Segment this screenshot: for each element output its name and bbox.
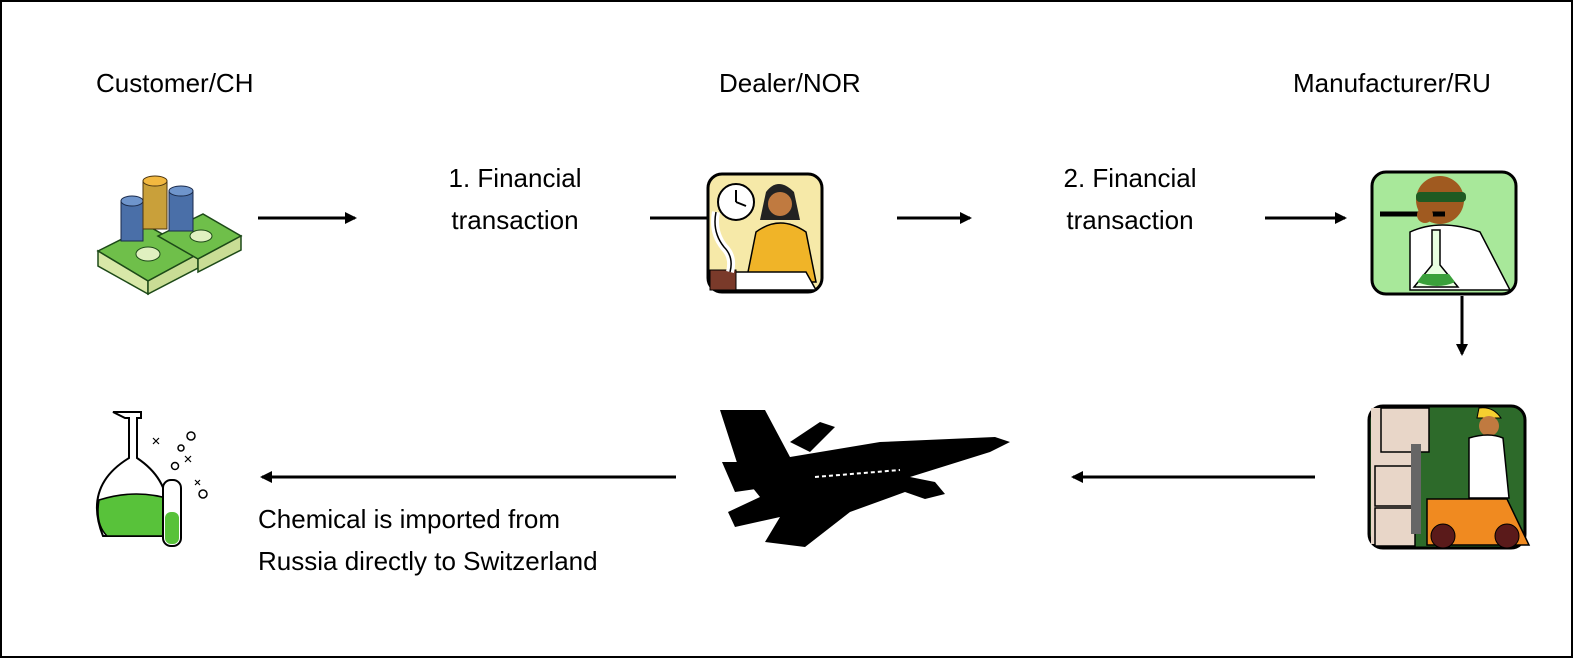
- step2-line1: 2. Financial: [1063, 163, 1197, 193]
- step1-line2: transaction: [451, 205, 579, 235]
- step2-line2: transaction: [1066, 205, 1194, 235]
- step1-label: 1. Financial transaction: [420, 163, 610, 235]
- forklift-worker-icon: [1367, 404, 1531, 550]
- shipment-line1: Chemical is imported from: [258, 504, 560, 534]
- money-stacks-icon: [96, 175, 243, 296]
- chemical-flask-icon: [95, 411, 208, 547]
- shipment-line2: Russia directly to Switzerland: [258, 546, 598, 576]
- dealer-label: Dealer/NOR: [719, 68, 861, 98]
- step2-label: 2. Financial transaction: [1035, 163, 1225, 235]
- office-worker-icon: [706, 172, 824, 294]
- customer-label: Customer/CH: [96, 68, 254, 98]
- manufacturer-label: Manufacturer/RU: [1293, 68, 1491, 98]
- step1-line1: 1. Financial: [448, 163, 582, 193]
- airplane-icon: [720, 410, 1010, 547]
- lab-scientist-icon: [1370, 170, 1518, 296]
- shipment-label: Chemical is imported from Russia directl…: [258, 504, 598, 576]
